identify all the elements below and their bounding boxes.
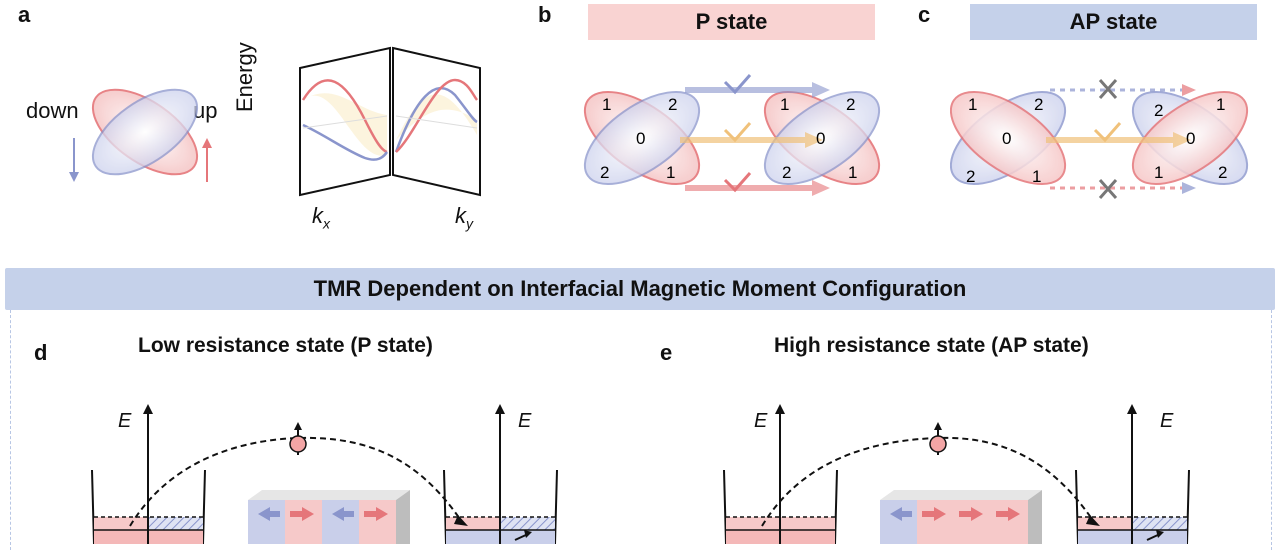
kx-subscript: x	[323, 215, 330, 232]
orbital-label: 1	[1216, 95, 1225, 114]
p-state-tunneling-diagram	[91, 404, 558, 544]
kx-letter: k	[312, 203, 323, 228]
panel-letter-e: e	[660, 340, 673, 365]
ky-red-band	[395, 78, 479, 153]
up-arrow-icon	[202, 138, 212, 182]
blue-orbital	[91, 88, 199, 176]
energy-label-d-right: E	[518, 410, 532, 432]
orbital-label: 1	[602, 95, 611, 114]
low-resistance-title: Low resistance state (P state)	[138, 334, 433, 357]
orbital-label: 1	[666, 163, 675, 182]
electron-spin-icon	[289, 422, 307, 455]
high-resistance-title: High resistance state (AP state)	[774, 334, 1089, 357]
cross-icon	[1098, 179, 1118, 199]
panel-letter-a: a	[18, 2, 31, 27]
p-middle-arrow	[680, 132, 823, 148]
down-label: down	[26, 98, 79, 123]
energy-label-e-left: E	[754, 410, 768, 432]
kx-red-band	[301, 79, 388, 154]
orbital-label: 0	[816, 129, 825, 148]
check-icon	[723, 122, 752, 143]
ap-state-tunneling-diagram	[723, 404, 1190, 544]
orbital-label: 1	[848, 163, 857, 182]
ap-state-title: AP state	[970, 4, 1257, 40]
cross-icon	[1098, 79, 1118, 99]
orbital-label: 1	[968, 95, 977, 114]
check-icon	[1093, 122, 1122, 143]
ap-middle-arrow	[1046, 132, 1191, 148]
panel-letter-b: b	[538, 2, 552, 27]
p-state-title: P state	[588, 4, 875, 40]
electron-spin-icon	[929, 422, 947, 455]
orbital-label: 2	[846, 95, 855, 114]
energy-axis-label: Energy	[232, 42, 257, 112]
kx-label: kx	[312, 203, 330, 231]
band-structure-plot	[299, 46, 481, 197]
check-icon	[723, 74, 752, 95]
orbital-label: 2	[600, 163, 609, 182]
ap-state-orbital-diagram: 1 2 0 2 1 2 1 0 1 2	[950, 79, 1249, 199]
orbital-label: 2	[1218, 163, 1227, 182]
orbital-label: 2	[782, 163, 791, 182]
p-top-arrow	[685, 82, 830, 98]
ap-bottom-arrow	[1050, 182, 1196, 194]
orbital-label: 0	[636, 129, 645, 148]
panel-letter-d: d	[34, 340, 48, 365]
ap-top-arrow	[1050, 84, 1196, 96]
energy-label-e-right: E	[1160, 410, 1174, 432]
magnetic-layer-stack	[248, 490, 410, 544]
orbital-label: 0	[1186, 129, 1195, 148]
ky-label: ky	[455, 203, 473, 231]
orbital-label: 0	[1002, 129, 1011, 148]
p-bottom-arrow	[685, 180, 830, 196]
bottom-dashed-frame	[10, 310, 1272, 550]
ky-blue-band	[394, 87, 478, 153]
orbital-label: 1	[1154, 163, 1163, 182]
spin-orbital-diagram	[69, 88, 212, 182]
orbital-label: 1	[1032, 167, 1041, 186]
ky-subscript: y	[466, 215, 473, 232]
orbital-label: 2	[1154, 101, 1163, 120]
orbital-label: 1	[780, 95, 789, 114]
orbital-label: 2	[668, 95, 677, 114]
panel-letter-c: c	[918, 2, 931, 27]
magnetic-layer-stack	[880, 490, 1042, 544]
down-arrow-icon	[69, 138, 79, 182]
ky-letter: k	[455, 203, 466, 228]
check-icon	[723, 172, 752, 193]
energy-label-d-left: E	[118, 410, 132, 432]
kx-blue-band	[302, 123, 389, 161]
p-state-orbital-diagram: 1 2 0 2 1 1 2 0 2 1	[583, 74, 881, 196]
tmr-banner: TMR Dependent on Interfacial Magnetic Mo…	[5, 268, 1275, 310]
orbital-label: 2	[966, 167, 975, 186]
orbital-label: 2	[1034, 95, 1043, 114]
